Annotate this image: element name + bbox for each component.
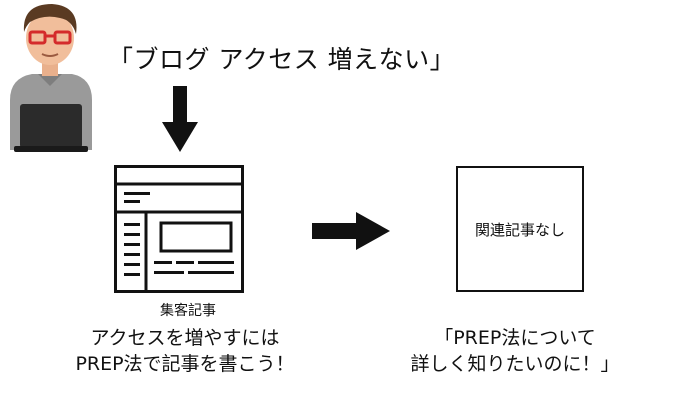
arrow-down-icon — [162, 86, 198, 152]
left-caption-line-1: アクセスを増やすには — [90, 327, 280, 349]
left-caption: アクセスを増やすには PREP法で記事を書こう！ — [30, 325, 340, 377]
related-articles-text: 関連記事なし — [474, 220, 565, 239]
right-caption-line-2: 詳しく知りたいのに！」 — [410, 353, 620, 375]
person-at-laptop-icon — [10, 4, 92, 152]
arrow-right-icon — [312, 212, 390, 250]
article-label: 集客記事 — [160, 303, 216, 319]
right-caption: 「PREP法について 詳しく知りたいのに！」 — [350, 325, 680, 377]
left-caption-line-2: PREP法で記事を書こう！ — [75, 353, 295, 375]
web-article-icon — [114, 165, 244, 293]
related-articles-box: 関連記事なし — [456, 166, 584, 292]
search-query-quote: 「ブログ アクセス 増えない」 — [108, 45, 456, 74]
right-caption-line-1: 「PREP法について — [434, 327, 596, 349]
